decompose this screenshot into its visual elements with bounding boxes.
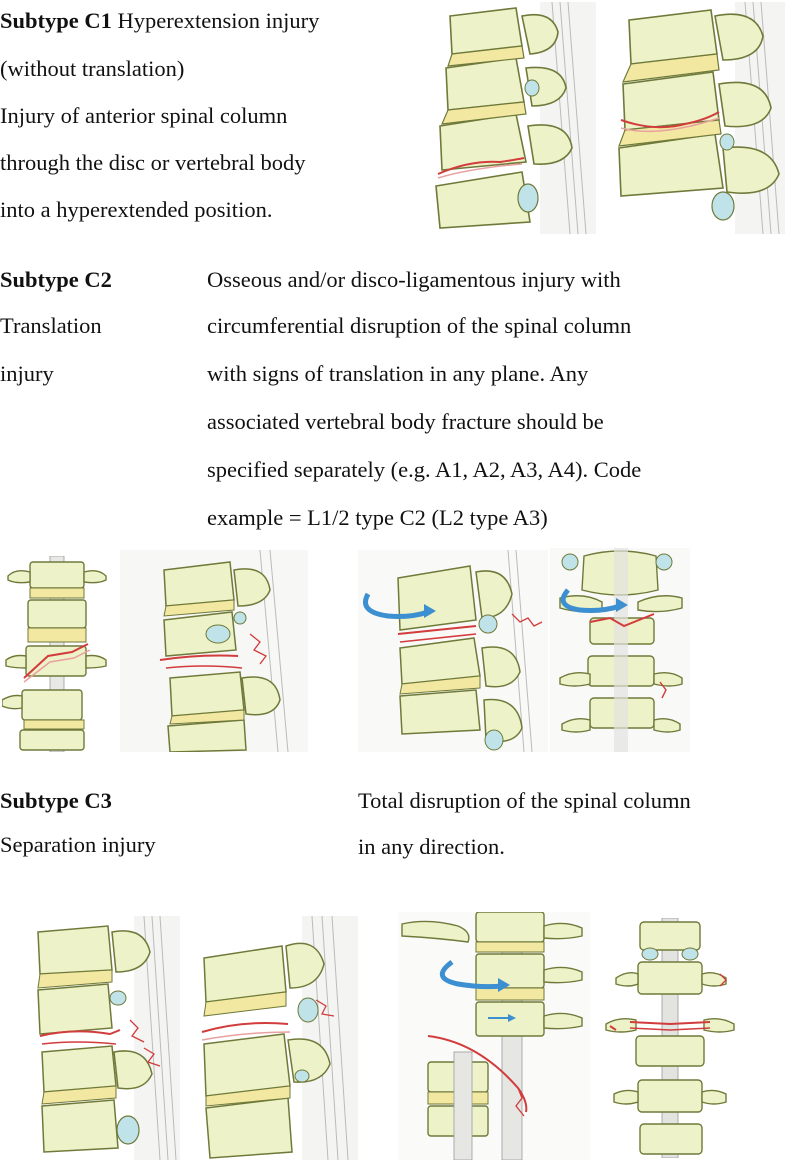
c2-desc-line: example = L1/2 type C2 (L2 type A3) — [207, 505, 548, 530]
c2-name-line: Translation — [0, 313, 102, 338]
c3-desc-line: in any direction. — [358, 834, 505, 859]
c2-heading: Subtype C2 — [0, 267, 112, 292]
c2-desc-line: circumferential disruption of the spinal… — [207, 313, 632, 338]
c3-desc-line: Total disruption of the spinal column — [358, 788, 691, 813]
c1-illustration-fracture — [615, 2, 785, 234]
c3-illustration-distraction — [398, 912, 590, 1160]
c2-illustration-rotation-lateral — [358, 550, 548, 752]
c2-illustration-rotation-ap — [550, 548, 690, 752]
c1-line: into a hyperextended position. — [0, 197, 273, 222]
c3-heading: Subtype C3 — [0, 788, 112, 813]
c2-name-line: injury — [0, 361, 54, 386]
c2-desc-line: with signs of translation in any plane. … — [207, 361, 589, 386]
c1-illustration-lateral — [430, 2, 596, 234]
c1-line: Injury of anterior spinal column — [0, 103, 288, 128]
c3-name: Separation injury — [0, 832, 156, 857]
c2-illustration-lateral — [120, 550, 308, 752]
c3-illustration-ap — [600, 918, 740, 1158]
c3-illustration-lateral — [34, 916, 180, 1160]
c1-title-line: Subtype C1 Hyperextension injury — [0, 6, 319, 36]
c2-illustration-ap — [2, 556, 112, 752]
c1-line: (without translation) — [0, 56, 185, 81]
c3-illustration-lateral-separated — [198, 916, 358, 1160]
c1-line: through the disc or vertebral body — [0, 150, 306, 175]
c2-desc-line: Osseous and/or disco-ligamentous injury … — [207, 267, 621, 292]
c2-desc-line: specified separately (e.g. A1, A2, A3, A… — [207, 457, 642, 482]
c1-heading: Subtype C1 — [0, 8, 112, 33]
c2-desc-line: associated vertebral body fracture shoul… — [207, 409, 604, 434]
c1-title: Hyperextension injury — [111, 8, 320, 33]
